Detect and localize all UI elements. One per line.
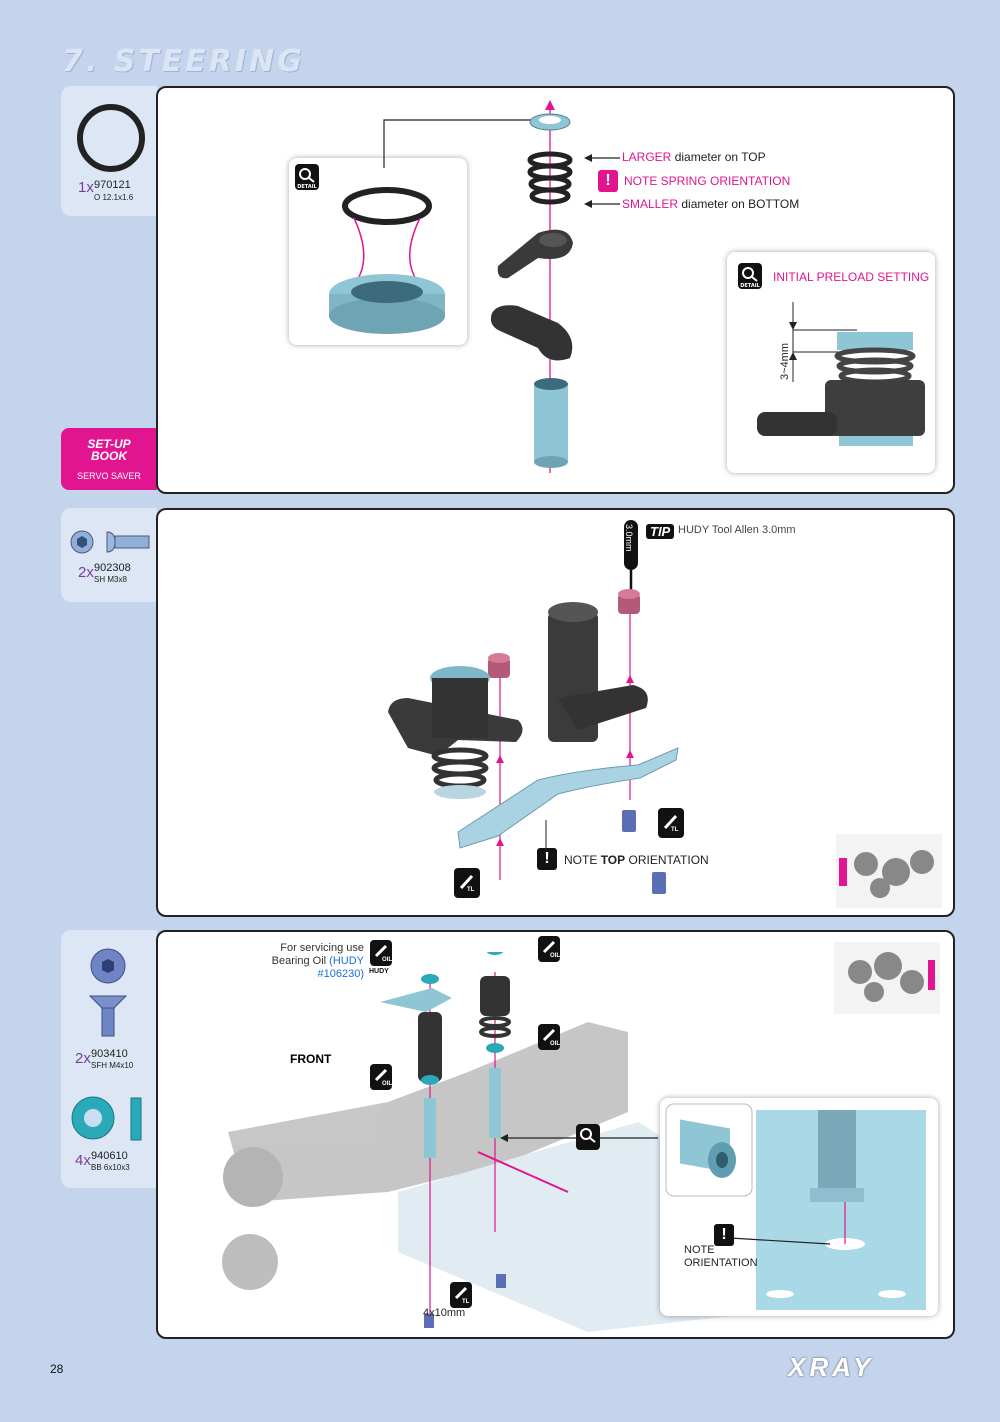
overview-thumbnail [836,834,942,908]
oil-icon [370,940,392,966]
smaller-note: SMALLER diameter on BOTTOM [622,197,799,211]
part-code: 902308 [94,562,131,574]
detail-text: DETAIL [297,184,317,190]
part-code: 903410 [91,1048,128,1060]
oil-text: OIL [382,957,392,963]
o-ring-detail-box: DETAIL [289,158,467,345]
note-leader [545,820,547,850]
setup-line3: SERVO SAVER [77,471,141,481]
oil-icon [370,1064,392,1090]
part-qty: 2x [78,564,94,581]
note-word: NOTE [564,853,598,867]
threadlock-icon [450,1282,472,1308]
steering-arms-illustration [388,589,679,894]
part-spec: SH M3x8 [94,575,127,584]
parts-sidebar-step1: 1x 970121 O 12.1x1.6 [61,86,157,216]
tl-text: TL [671,827,679,833]
setup-line1: SET-UP [87,437,131,451]
oil-text: OIL [550,1041,560,1047]
warning-icon: ! [714,1224,734,1246]
top-orientation-note: NOTE TOP ORIENTATION [564,853,709,867]
oil-text: OIL [382,1081,392,1087]
part-qty: 2x [75,1050,91,1067]
larger-rest: diameter on TOP [674,150,766,164]
preload-detail-box: DETAIL INITIAL PRELOAD SETTING 3~4mm [727,252,935,473]
warning-icon: ! [598,170,618,192]
front-label: FRONT [290,1052,332,1066]
flat-head-screw-icon [88,948,128,1037]
oil-icon [538,936,560,962]
servicing-line1: For servicing use [280,942,364,954]
part-spec: O 12.1x1.6 [94,193,134,202]
part-qty: 1x [78,179,94,196]
hudy-text: HUDY [369,968,389,975]
smaller-rest: diameter on BOTTOM [681,197,800,211]
step2-panel: 3.0mm TIP HUDY Tool Allen 3.0mm [156,508,955,917]
o-ring-icon [77,104,145,172]
step3-panel: For servicing use Bearing Oil (HUDY #106… [156,930,955,1339]
button-head-screw-icon [70,530,150,554]
part-qty: 4x [75,1152,91,1169]
part-code: 940610 [91,1150,128,1162]
overview-thumbnail [834,942,940,1014]
brand-logo: XRAY [788,1352,875,1382]
tl-text: TL [462,1299,470,1305]
setup-book-badge: SET-UP BOOK SERVO SAVER [61,428,157,490]
page-number: 28 [50,1362,64,1376]
threadlock-icon [658,808,684,838]
screw-size-label: 4x10mm [423,1307,466,1319]
preload-illustration [757,302,925,446]
page-title: 7. STEERING [62,44,305,79]
larger-word: LARGER [622,150,672,164]
preload-title: INITIAL PRELOAD SETTING [773,270,930,284]
servicing-note: For servicing use Bearing Oil (HUDY #106… [238,942,364,981]
tip-badge: TIP [646,524,675,539]
ball-bearing-icon [71,1096,142,1141]
servicing-line2a: Bearing Oil [271,955,327,967]
tool-size: 3.0mm [624,524,634,552]
tl-text: TL [467,887,475,893]
orientation-detail-box: ! NOTE ORIENTATION [660,1098,938,1316]
threadlock-icon [454,868,480,898]
smaller-word: SMALLER [622,197,679,211]
oil-icon [538,1024,560,1050]
note-arrows [584,154,620,208]
parts-sidebar-step3: 2x 903410 SFH M4x10 4x 940610 BB 6x10x3 [61,930,157,1188]
step1-panel: DETAIL [156,86,955,494]
part-spec: SFH M4x10 [91,1061,134,1070]
o-ring-nut-illustration [329,187,445,334]
oil-text: OIL [550,953,560,959]
bushing-orientation-illustration [665,1103,926,1310]
part-spec: BB 6x10x3 [91,1163,130,1172]
spring-orientation-note: NOTE SPRING ORIENTATION [624,174,791,188]
larger-note: LARGER diameter on TOP [622,150,766,164]
servo-saver-stack-illustration [490,100,573,473]
tip-text: HUDY Tool Allen 3.0mm [678,524,796,536]
hudy-oil-code: (HUDY #106230) [317,955,365,980]
orientation-word: ORIENTATION [628,853,709,867]
detail-magnifier-icon [576,1124,600,1150]
warning-icon: ! [537,848,557,870]
setup-line2: BOOK [91,449,127,463]
top-word: TOP [600,853,626,867]
detail-magnifier-icon: DETAIL [295,164,319,190]
orientation-word: ORIENTATION [684,1257,758,1269]
detail-text: DETAIL [740,283,760,289]
preload-dimension: 3~4mm [779,343,791,380]
parts-sidebar-step2: 2x 902308 SH M3x8 [61,508,157,602]
part-code: 970121 [94,179,131,191]
note-word: NOTE [684,1244,715,1256]
detail-leader-line [383,119,546,168]
detail-magnifier-icon: DETAIL [738,263,762,289]
